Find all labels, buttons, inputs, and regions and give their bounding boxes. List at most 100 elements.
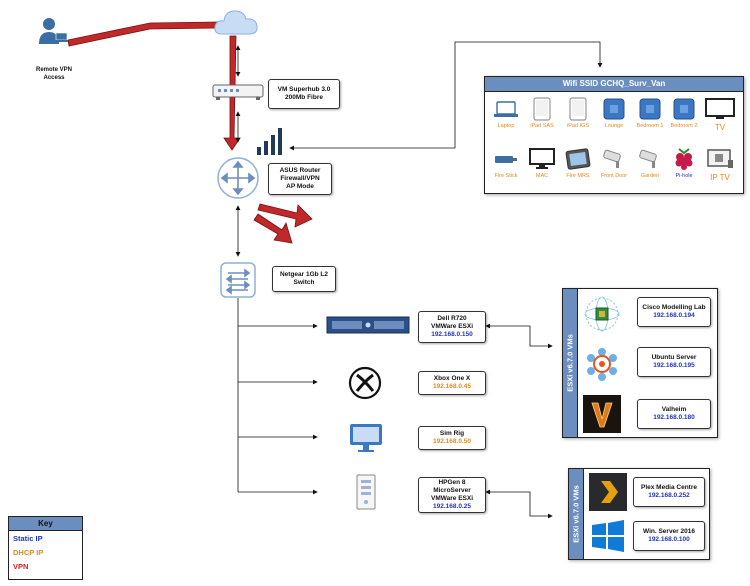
cisco-lab-icon [584,296,620,332]
hpgen-box: HPGen 8 MicroServer VMWare ESXi 192.168.… [418,477,486,513]
legend-key: Key Static IP DHCP IP VPN [8,516,83,580]
rack-server-icon [326,316,410,334]
xbox-box: Xbox One X 192.168.0.45 [418,371,486,395]
speaker-icon [639,98,661,120]
superhub-line2: 200Mb Fibre [285,94,323,101]
xbox-line1: Xbox One X [433,375,471,382]
device-ip-tv: IP TV [703,147,737,182]
valheim-icon [583,395,621,433]
device-pi-hole: Pi-hole [667,147,701,179]
superhub-box: VM Superhub 3.0 200Mb Fibre [268,79,340,109]
vm-name: Cisco Modelling Lab [642,304,706,311]
tv-icon [705,98,735,119]
vm-name: Plex Media Centre [641,484,697,491]
vm-name: Ubuntu Server [651,354,697,361]
superhub-modem-icon [212,84,264,100]
device-label: TV [714,123,726,132]
remote-label-line2: Access [43,75,65,81]
switch-box: Netgear 1Gb L2 Switch [272,266,336,292]
simrig-line1: Sim Rig [439,430,465,437]
router-line2: Firewall/VPN [280,175,320,182]
device-label: Laptop [497,123,515,129]
legend-vpn: VPN [13,562,29,571]
windows-icon [592,520,624,552]
vm-box-ubuntu: Ubuntu Server 192.168.0.195 [637,347,711,377]
simrig-ip: 192.168.0.50 [433,438,471,445]
legend-static-ip: Static IP [13,534,43,543]
device-laptop: Laptop [489,97,523,129]
vm-box-plex: Plex Media Centre 192.168.0.252 [633,477,705,507]
device-label: Front Door [600,173,628,179]
esxi-panel-hpgen: ESXi v6.7.0 VMs Plex Media Centre 192.16… [568,468,710,560]
device-label: Garden [640,173,660,179]
camera-icon [603,149,621,168]
dell-line2: VMWare ESXi [430,323,474,330]
device-tv: TV [703,97,737,132]
dell-box: Dell R720 VMWare ESXi 192.168.0.150 [418,311,486,343]
xbox-ip: 192.168.0.45 [433,383,471,390]
device-label: Bedroom 1 [636,123,664,129]
device-lounge: Lounge [597,97,631,129]
hpgen-line3: VMWare ESXi [430,495,474,502]
tablet-icon [565,148,591,170]
device-label: IP TV [710,173,730,182]
hpgen-line2: MicroServer [433,487,471,494]
ip-tv-icon [707,149,733,168]
device-label: Fire Stick [494,173,518,179]
hpgen-line1: HPGen 8 [438,479,466,486]
cloud-icon [214,10,258,35]
router-icon [217,157,259,199]
monitor-icon [350,424,382,452]
vm-box-windows: Win. Server 2016 192.168.0.100 [633,521,705,551]
device-garden: Garden [633,147,667,179]
esxi-title: ESXi v6.7.0 VMs [571,485,581,543]
network-switch-icon [220,262,256,298]
tablet-icon [533,97,551,121]
device-fire-stick: Fire Stick [489,147,523,179]
device-label: iPad IGS [566,123,589,129]
superhub-line1: VM Superhub 3.0 [277,86,331,93]
device-label: Pi-hole [675,173,693,179]
hpgen-ip: 192.168.0.25 [433,503,471,510]
legend-title: Key [9,517,82,531]
vm-ip: 192.168.0.252 [648,492,690,499]
speaker-icon [673,98,695,120]
esxi-panel-dell: ESXi v6.7.0 VMs Cisco Modelling Lab 192.… [562,288,718,438]
vm-ip: 192.168.0.195 [653,362,695,369]
device-ipad-sas: iPad SAS [525,97,559,129]
router-line3: AP Mode [286,183,314,190]
router-line1: ASUS Router [279,167,321,174]
vm-ip: 192.168.0.194 [653,312,695,319]
device-label: Lounge [604,123,624,129]
remote-user-icon [39,18,68,44]
vpn-tunnel-arrows [67,21,313,244]
wifi-panel: Wifi SSID GCHQ_Surv_Van Laptop iPad SAS … [484,76,744,194]
streaming-stick-icon [495,156,517,163]
device-fire-mrs: Fire MRS [561,147,595,179]
device-front-door: Front Door [597,147,631,179]
tablet-icon [569,97,587,121]
vm-box-cisco: Cisco Modelling Lab 192.168.0.194 [637,297,711,327]
remote-vpn-label: Remote VPN Access [24,66,84,82]
device-bedroom-1: Bedroom 1 [633,97,667,129]
device-label: MAC [535,173,549,179]
simrig-box: Sim Rig 192.168.0.50 [418,426,486,450]
vm-ip: 192.168.0.100 [648,536,690,543]
remote-label-line1: Remote VPN [35,67,72,73]
raspberry-pi-icon [675,148,693,170]
desktop-icon [529,148,555,169]
wifi-title: Wifi SSID GCHQ_Surv_Van [485,77,743,92]
dell-line1: Dell R720 [437,315,467,322]
device-label: Bedroom 2 [670,123,698,129]
laptop-icon [494,101,518,117]
device-label: Fire MRS [566,173,590,179]
esxi-title: ESXi v6.7.0 VMs [565,334,575,392]
vm-name: Valheim [661,406,687,413]
tower-server-icon [356,474,376,510]
camera-icon [639,149,657,168]
xbox-icon [348,366,382,400]
plex-icon [589,473,627,511]
vm-name: Win. Server 2016 [643,528,695,535]
switch-line2: Switch [293,279,315,286]
